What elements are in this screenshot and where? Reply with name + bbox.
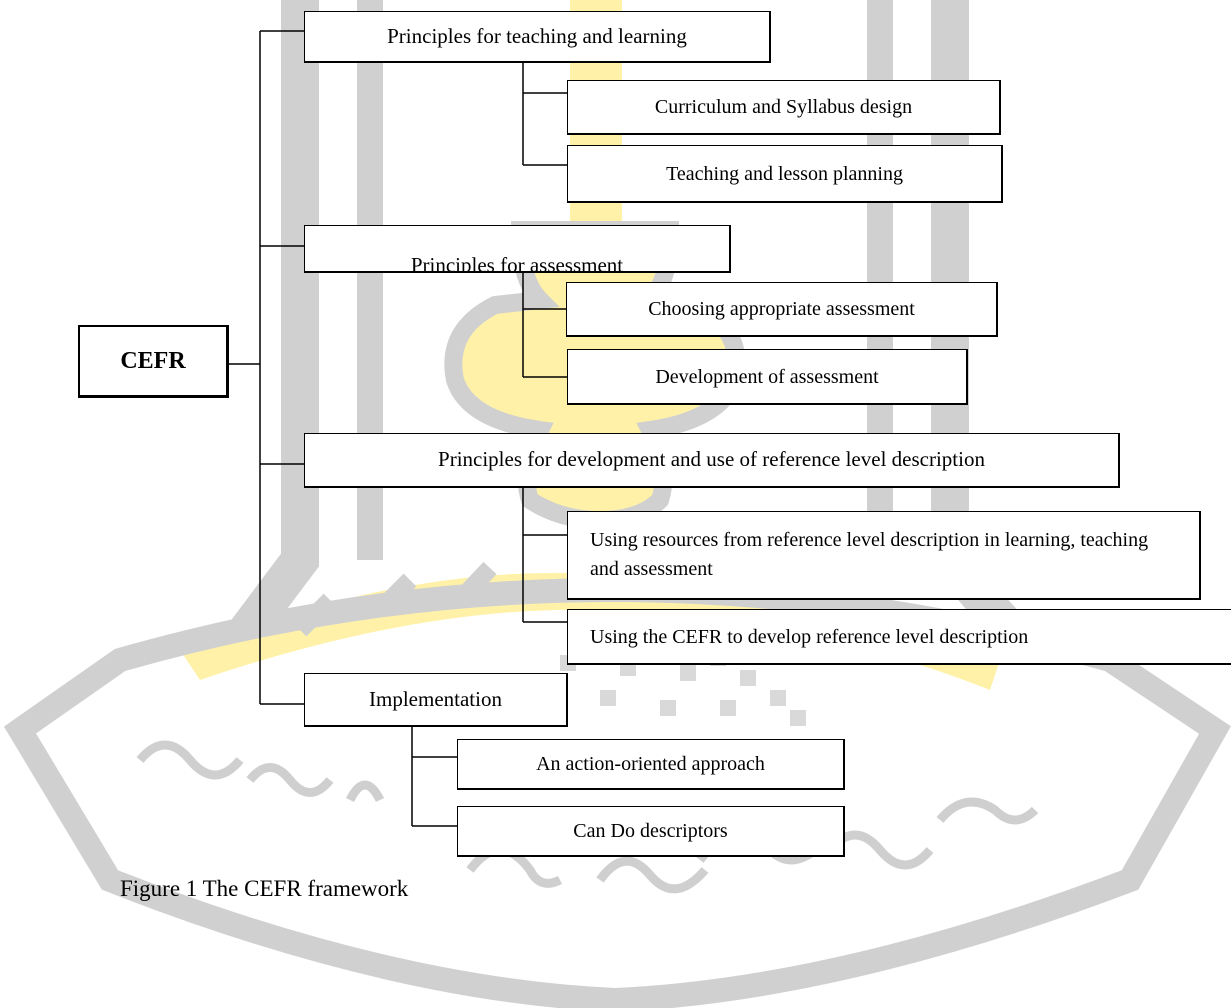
node-principles-teaching-label: Principles for teaching and learning: [387, 23, 687, 48]
node-action-oriented: An action-oriented approach: [457, 739, 845, 790]
node-principles-assessment: Principles for assessment: [304, 225, 731, 273]
node-using-cefr-develop: Using the CEFR to develop reference leve…: [567, 609, 1231, 665]
node-principles-assessment-label: Principles for assessment: [410, 252, 624, 273]
node-principles-reference-label: Principles for development and use of re…: [438, 447, 985, 472]
node-using-resources-label: Using resources from reference level des…: [590, 529, 1149, 580]
node-can-do-descriptors-label: Can Do descriptors: [573, 820, 728, 842]
node-curriculum-syllabus: Curriculum and Syllabus design: [567, 80, 1001, 135]
node-development-assessment: Development of assessment: [567, 349, 968, 405]
figure-caption: Figure 1 The CEFR framework: [120, 876, 409, 901]
cefr-root-node: CEFR: [78, 325, 229, 398]
node-implementation: Implementation: [304, 673, 568, 727]
node-principles-teaching: Principles for teaching and learning: [304, 11, 771, 63]
node-using-cefr-develop-label: Using the CEFR to develop reference leve…: [590, 625, 1029, 648]
node-choosing-assessment-label: Choosing appropriate assessment: [648, 298, 915, 320]
node-action-oriented-label: An action-oriented approach: [536, 753, 765, 775]
cefr-root-label: CEFR: [120, 347, 186, 374]
node-implementation-label: Implementation: [369, 686, 502, 711]
node-teaching-lesson-planning: Teaching and lesson planning: [567, 145, 1003, 203]
node-teaching-lesson-planning-label: Teaching and lesson planning: [666, 162, 903, 185]
node-using-resources: Using resources from reference level des…: [567, 511, 1201, 600]
node-curriculum-syllabus-label: Curriculum and Syllabus design: [654, 96, 913, 118]
node-choosing-assessment: Choosing appropriate assessment: [566, 282, 998, 337]
node-development-assessment-label: Development of assessment: [655, 365, 879, 388]
node-can-do-descriptors: Can Do descriptors: [457, 806, 845, 857]
node-principles-reference: Principles for development and use of re…: [304, 433, 1120, 488]
